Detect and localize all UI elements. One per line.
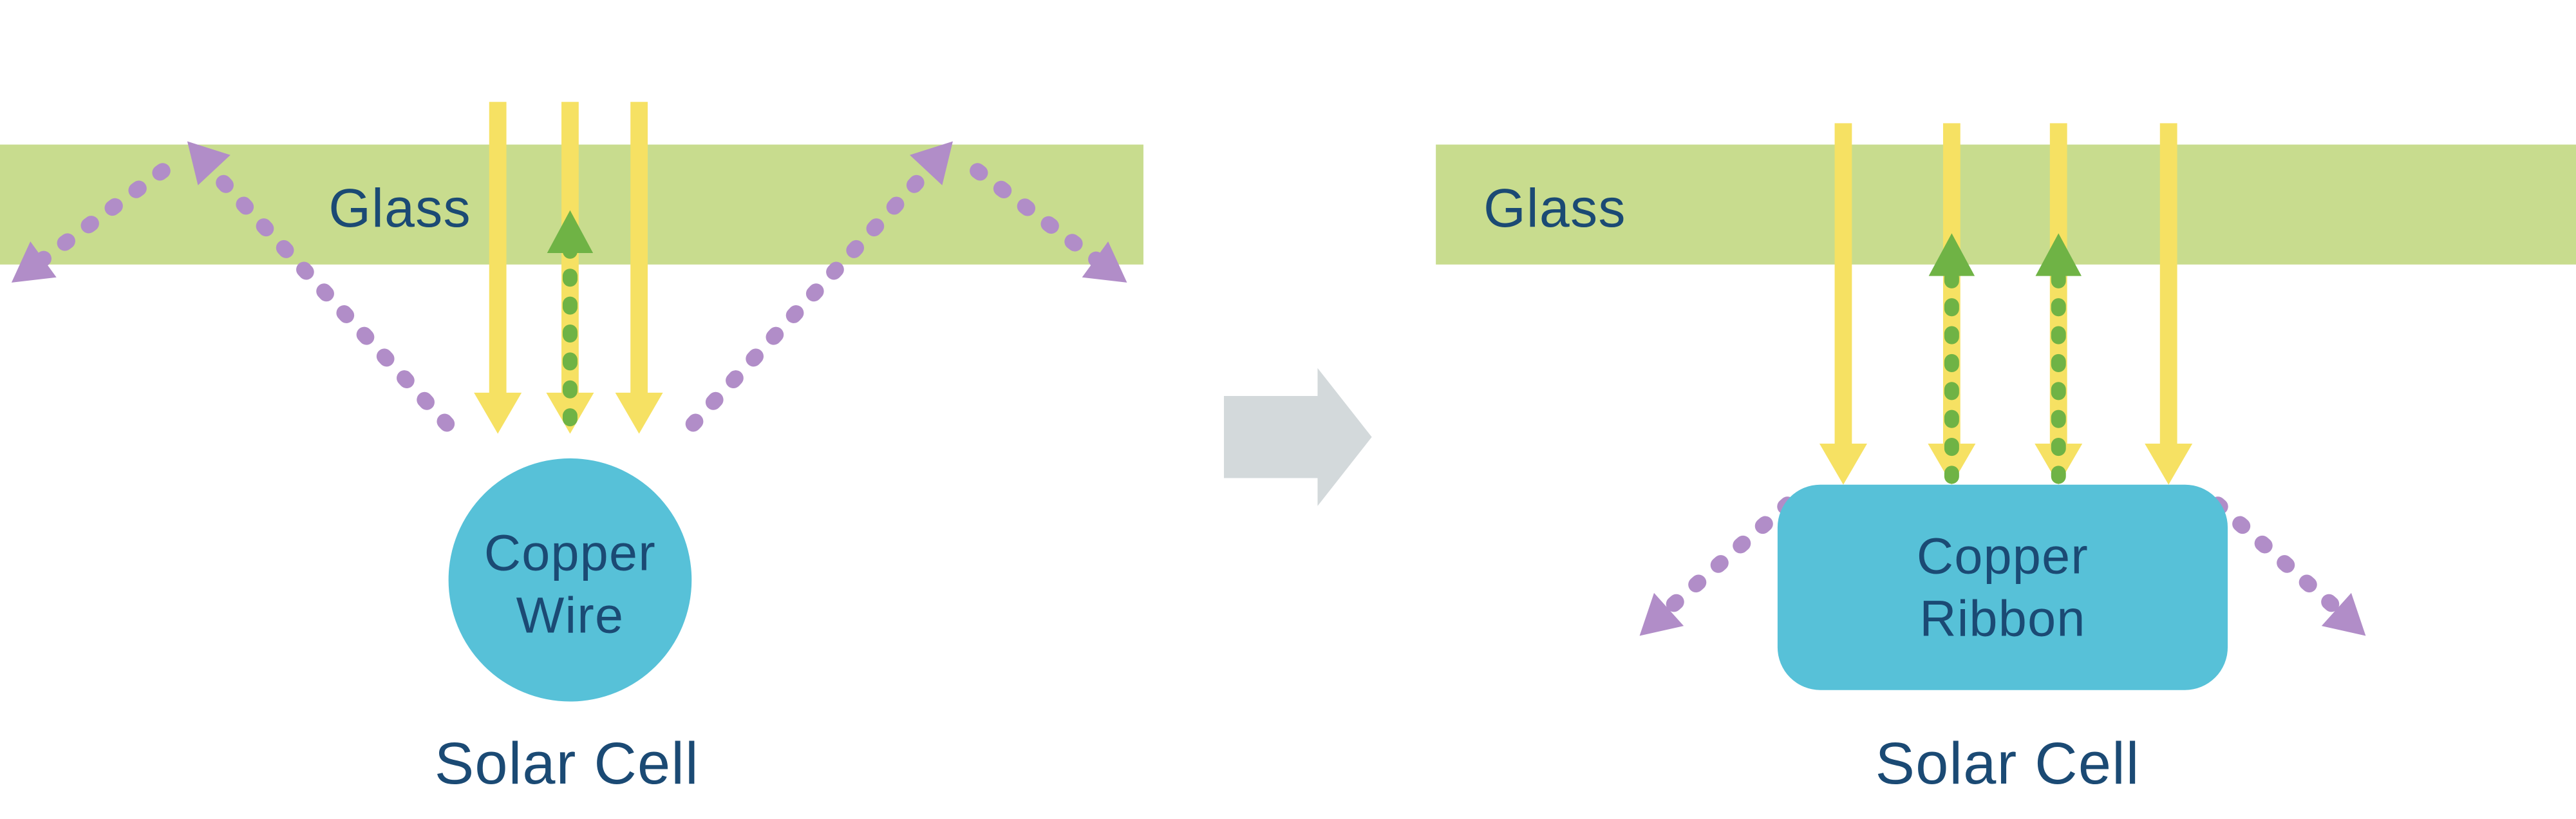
- scattered-light-ray: [193, 149, 455, 432]
- glass-label: Glass: [1483, 178, 1626, 238]
- arrowhead-icon: [11, 241, 57, 283]
- arrowhead-icon: [1819, 443, 1867, 485]
- copper-wire: [448, 458, 692, 702]
- arrowhead-icon: [1928, 233, 1975, 276]
- before-panel: Glass Copper Wire Solar Cell: [0, 102, 1143, 796]
- arrow-right-icon: [1223, 368, 1372, 506]
- scattered-light-arrowheads: [1639, 592, 2366, 636]
- glass-label: Glass: [328, 178, 471, 238]
- arrowhead-icon: [474, 392, 522, 434]
- scattered-light-ray: [685, 149, 948, 432]
- arrowhead-icon: [547, 210, 594, 253]
- arrowhead-icon: [2035, 443, 2083, 485]
- incident-light-arrowheads: [1819, 443, 2193, 485]
- arrowhead-icon: [1082, 241, 1127, 283]
- scattered-light-arrowheads: [11, 141, 1127, 283]
- reflected-light-arrows: [1928, 233, 2082, 484]
- arrowhead-icon: [615, 392, 663, 434]
- solar-cell-label: Solar Cell: [1876, 731, 2140, 796]
- scattered-light-ray: [1644, 496, 1796, 631]
- arrowhead-icon: [2145, 443, 2193, 485]
- solar-cell-label: Solar Cell: [435, 731, 699, 796]
- after-panel: Glass Copper Ribbon Solar Cell: [1436, 123, 2576, 796]
- scattered-light-rays: [17, 149, 1122, 432]
- scattered-light-ray: [2210, 496, 2361, 631]
- copper-ribbon: [1777, 484, 2228, 690]
- copper-ribbon-label-line2: Ribbon: [1919, 589, 2085, 646]
- copper-ribbon-label-line1: Copper: [1917, 527, 2089, 585]
- arrowhead-icon: [1928, 443, 1976, 485]
- reflected-light-arrow: [547, 210, 594, 427]
- arrowhead-icon: [187, 141, 230, 185]
- copper-wire-label-line2: Wire: [516, 586, 625, 643]
- arrowhead-icon: [1639, 592, 1684, 636]
- glass-layer: [1436, 144, 2576, 265]
- arrowhead-icon: [2321, 592, 2366, 636]
- copper-wire-label-line1: Copper: [484, 523, 656, 581]
- scattered-light-rays: [1644, 496, 2361, 631]
- arrowhead-icon: [2035, 233, 2082, 276]
- arrowhead-icon: [910, 141, 953, 185]
- scattered-light-ray: [17, 163, 171, 281]
- scattered-light-ray: [970, 163, 1122, 281]
